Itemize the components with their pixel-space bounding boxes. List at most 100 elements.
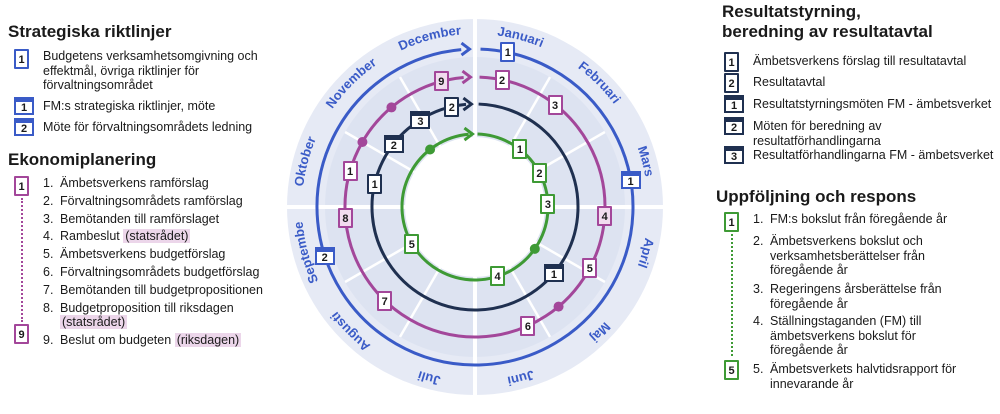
connector-dot — [357, 137, 368, 147]
list-number: 4. — [753, 314, 764, 328]
connector-dot — [386, 102, 397, 113]
document-icon: 1 — [14, 176, 29, 196]
document-icon: 3 — [547, 94, 563, 115]
document-icon: 1 — [500, 42, 516, 63]
document-icon: 9 — [433, 71, 449, 92]
calendar-icon: 1 — [14, 97, 34, 115]
dotted-connector — [731, 234, 733, 356]
arrow-head-icon — [463, 126, 475, 142]
list-number: 2. — [43, 193, 54, 208]
document-icon: 2 — [444, 96, 460, 117]
month-divider — [534, 130, 606, 174]
calendar-icon: 1 — [543, 264, 564, 283]
section-title-results-line2: beredning av resultatavtal — [722, 22, 933, 41]
list-item-text: föregående år — [770, 263, 848, 277]
highlight-tag: (statsrådet) — [60, 315, 128, 330]
wheel-center — [405, 137, 545, 277]
list-number: 1. — [753, 212, 764, 226]
section-title-strategic: Strategiska riktlinjer — [8, 22, 172, 41]
list-item-text: Ämbetsverkens bokslut och — [770, 234, 923, 248]
list-item: Beslut om budgeten (riksdagen) — [60, 332, 242, 348]
list-number: 6. — [43, 265, 54, 279]
list-item-text: FM:s bokslut från föregående år — [770, 212, 948, 226]
list-item: Bemötanden till ramförslaget — [60, 212, 219, 227]
legend-text: Möte för förvaltningsområdets ledning — [43, 120, 253, 134]
list-item-text: ämbetsverkens bokslut för — [770, 328, 916, 343]
connector-dot — [529, 243, 540, 254]
connector-dot — [553, 301, 564, 312]
list-number: 1. — [43, 176, 54, 190]
legend-text: resultatförhandlingarna — [753, 133, 881, 148]
ring-strategic — [315, 47, 635, 367]
list-item: Ämbetsverkens ramförslag — [60, 176, 209, 191]
list-item-text: Bemötanden till budgetpropositionen — [60, 282, 263, 297]
list-number: 5. — [753, 362, 764, 376]
list-number: 9. — [43, 332, 54, 347]
arrow-head-icon — [460, 41, 472, 57]
list-item-text: Rambeslut — [60, 229, 120, 244]
list-item-text: Beslut om budgeten — [60, 332, 172, 347]
section-title-economy: Ekonomiplanering — [8, 150, 157, 169]
section-title-followup: Uppföljning och respons — [716, 187, 917, 206]
document-icon: 1 — [724, 212, 739, 232]
document-icon: 5 — [404, 233, 420, 254]
legend-text: Möten för beredning av — [753, 119, 882, 133]
document-icon: 2 — [494, 69, 510, 90]
list-item: Bemötanden till budgetpropositionen — [60, 283, 263, 298]
document-icon: 1 — [342, 161, 358, 182]
document-icon: 3 — [540, 194, 556, 215]
document-icon: 2 — [724, 73, 739, 93]
list-item-text: Ställningstaganden (FM) till — [770, 314, 922, 328]
calendar-icon: 1 — [724, 95, 744, 113]
list-number: 3. — [43, 211, 54, 226]
arrow-head-icon — [461, 69, 473, 85]
calendar-icon: 2 — [724, 117, 744, 135]
list-item-text: Regeringens årsberättelse från — [770, 282, 942, 296]
month-divider — [344, 130, 416, 174]
legend-text: Budgetens verksamhetsomgivning och — [43, 49, 258, 63]
legend-text: Resultatstyrningsmöten FM - ämbetsverket — [753, 97, 992, 111]
document-icon: 9 — [14, 324, 29, 344]
legend-text: effektmål, övriga riktlinjer för — [43, 63, 200, 78]
document-icon: 1 — [367, 173, 383, 194]
calendar-icon: 2 — [14, 118, 34, 136]
month-divider — [344, 240, 416, 284]
arrow-head-icon — [462, 96, 474, 112]
month-divider — [508, 76, 552, 148]
document-icon: 6 — [520, 315, 536, 336]
list-item-text: Förvaltningsområdets ramförslag — [60, 193, 243, 208]
list-number: 7. — [43, 282, 54, 297]
dotted-connector — [21, 198, 23, 322]
calendar-icon: 3 — [410, 110, 431, 129]
legend-text: Resultatförhandlingarna FM - ämbetsverke… — [753, 148, 994, 162]
month-divider — [508, 266, 552, 338]
section-title-results: Resultatstyrning, — [722, 2, 861, 21]
legend-text: förvaltningsområdet — [43, 78, 153, 92]
calendar-icon: 1 — [620, 170, 641, 189]
list-item-text: innevarande år — [770, 376, 854, 391]
document-icon: 5 — [582, 258, 598, 279]
ring-results — [370, 102, 580, 312]
document-icon: 1 — [14, 49, 29, 69]
document-icon: 4 — [490, 266, 506, 287]
list-number: 4. — [43, 229, 54, 244]
list-item-text: verksamhetsberättelser från — [770, 248, 925, 263]
highlight-tag: (riksdagen) — [174, 332, 242, 347]
document-icon: 5 — [724, 360, 739, 380]
list-item: Förvaltningsområdets budgetförslag — [60, 265, 259, 280]
legend-text: Resultatavtal — [753, 75, 826, 89]
list-item-text: Ämbetsverkens ramförslag — [60, 176, 209, 190]
document-icon: 4 — [597, 206, 613, 227]
legend-text: Ämbetsverkens förslag till resultatavtal — [753, 54, 967, 68]
document-icon: 2 — [531, 162, 547, 183]
list-item-text: Bemötanden till ramförslaget — [60, 211, 220, 226]
document-icon: 1 — [724, 52, 739, 72]
list-number: 2. — [753, 234, 764, 248]
list-item: Rambeslut (statsrådet) — [60, 229, 191, 244]
list-number: 3. — [753, 282, 764, 296]
list-item-text: Ämbetsverkets halvtidsrapport för — [770, 362, 957, 376]
calendar-icon: 2 — [314, 246, 335, 265]
list-item-text: föregående år — [770, 296, 848, 311]
document-icon: 7 — [377, 290, 393, 311]
